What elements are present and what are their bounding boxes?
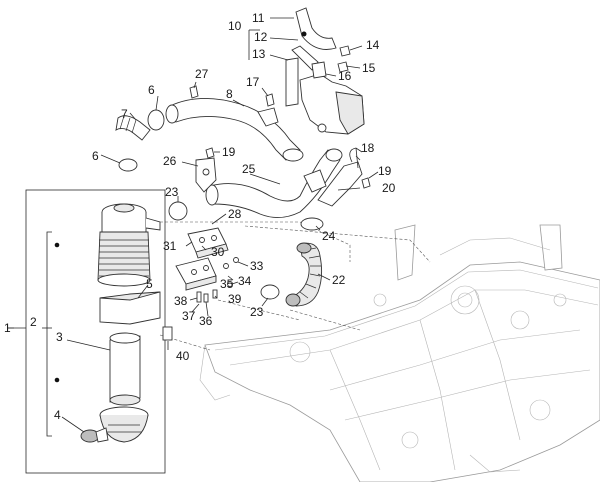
air-filter-assembly: [54, 203, 173, 443]
callout-7: 7: [121, 107, 128, 121]
callout-2: 2: [30, 315, 37, 329]
callout-17: 17: [246, 75, 260, 89]
callout-26: 26: [163, 154, 177, 168]
bullet-dot: [301, 31, 307, 37]
callout-5: 5: [146, 277, 153, 291]
callout-25: 25: [242, 162, 256, 176]
upper-right-ducts: [189, 7, 371, 207]
callout-40: 40: [176, 349, 190, 363]
callout-16: 16: [338, 69, 352, 83]
callout-34: 34: [238, 274, 252, 288]
callout-37: 37: [182, 309, 196, 323]
callout-39: 39: [228, 292, 242, 306]
callout-19a: 19: [222, 145, 236, 159]
callout-38: 38: [174, 294, 188, 308]
callout-22: 22: [332, 273, 346, 287]
callout-30: 30: [211, 245, 225, 259]
callout-1: 1: [4, 321, 11, 335]
callout-20: 20: [382, 181, 396, 195]
callout-23a: 23: [165, 185, 179, 199]
callout-35: 35: [220, 277, 234, 291]
callout-14: 14: [366, 38, 380, 52]
bullet-dot: [54, 377, 60, 383]
callout-13: 13: [252, 47, 266, 61]
callout-12: 12: [254, 30, 268, 44]
callout-3: 3: [56, 330, 63, 344]
callout-23b: 23: [250, 305, 264, 319]
callout-6a: 6: [148, 83, 155, 97]
leader-lines: [8, 17, 379, 433]
callout-8: 8: [226, 87, 233, 101]
chassis-frame: [199, 224, 600, 482]
callout-4: 4: [54, 408, 61, 422]
callout-24: 24: [322, 229, 336, 243]
callout-6b: 6: [92, 149, 99, 163]
centre-brackets: [175, 227, 239, 303]
callout-11: 11: [252, 11, 265, 25]
intake-ducts: [115, 98, 343, 307]
callout-19b: 19: [378, 164, 392, 178]
callout-10: 10: [228, 19, 242, 33]
callout-27: 27: [195, 67, 209, 81]
assembly-dashed-lines: [159, 221, 431, 351]
callout-18: 18: [361, 141, 375, 155]
callout-labels: 1 2 3 4 5 6 6 7 8 10 11 12 13 14 15 16 1…: [4, 11, 396, 422]
callout-33: 33: [250, 259, 264, 273]
callout-28: 28: [228, 207, 242, 221]
callout-31: 31: [163, 239, 177, 253]
callout-15: 15: [362, 61, 376, 75]
bullet-dot: [54, 242, 60, 248]
callout-36: 36: [199, 314, 213, 328]
